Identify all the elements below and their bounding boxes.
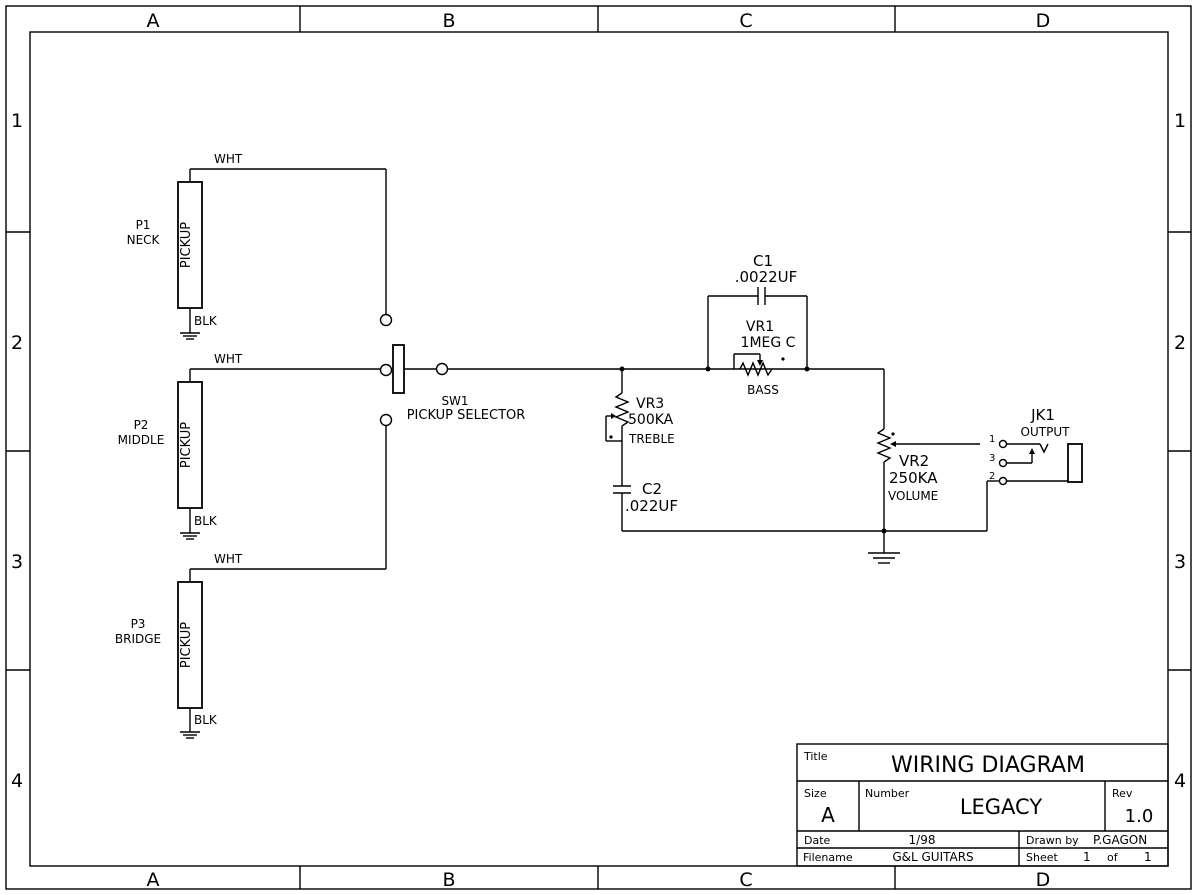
filename-label: Filename bbox=[803, 851, 853, 864]
vr2-name: VOLUME bbox=[888, 489, 938, 503]
wire-color-label: BLK bbox=[194, 314, 218, 328]
ground-icon bbox=[868, 552, 900, 564]
vr1-name: BASS bbox=[747, 383, 779, 397]
size-label: Size bbox=[804, 787, 827, 800]
row-label-4-right: 4 bbox=[1174, 770, 1186, 792]
number-label: Number bbox=[865, 787, 910, 800]
pickup-p2 bbox=[177, 368, 381, 540]
vr3-name: TREBLE bbox=[628, 432, 675, 446]
vr3-treble-pot bbox=[605, 369, 630, 486]
pickup-selector-switch bbox=[379, 344, 884, 394]
c1-value: .0022UF bbox=[735, 268, 798, 286]
row-label-3-right: 3 bbox=[1174, 551, 1186, 573]
col-label-c-bottom: C bbox=[739, 869, 752, 891]
number-value: LEGACY bbox=[960, 795, 1043, 819]
pickup-body-label: PICKUP bbox=[179, 622, 194, 668]
c2-value: .022UF bbox=[625, 497, 678, 515]
c1-capacitor bbox=[707, 287, 808, 369]
col-label-a-bottom: A bbox=[147, 869, 160, 891]
size-value: A bbox=[821, 803, 835, 827]
drawing-title: WIRING DIAGRAM bbox=[891, 753, 1085, 778]
vr1-ref: VR1 bbox=[746, 319, 774, 335]
pickup-ref: P3 bbox=[131, 617, 146, 631]
pickup-p3 bbox=[177, 413, 393, 739]
switch-name: PICKUP SELECTOR bbox=[407, 408, 526, 423]
switch-ref: SW1 bbox=[441, 394, 468, 408]
jack-pin-label: 2 bbox=[989, 471, 995, 482]
row-label-1: 1 bbox=[11, 110, 23, 132]
ground-icon bbox=[180, 332, 200, 340]
rev-value: 1.0 bbox=[1125, 806, 1154, 827]
col-label-b: B bbox=[442, 10, 455, 32]
col-label-a: A bbox=[147, 10, 160, 32]
col-label-d: D bbox=[1036, 10, 1051, 32]
col-label-d-bottom: D bbox=[1036, 869, 1051, 891]
c2-ref: C2 bbox=[642, 480, 662, 498]
of-value: 1 bbox=[1144, 850, 1152, 864]
jack-pin-label: 1 bbox=[989, 434, 995, 445]
jack-pin-label: 3 bbox=[989, 453, 995, 464]
row-label-2-right: 2 bbox=[1174, 332, 1186, 354]
ground-icon bbox=[180, 532, 200, 540]
pickup-body-label: PICKUP bbox=[179, 422, 194, 468]
pickup-ref: P1 bbox=[136, 218, 151, 232]
wire-color-label: WHT bbox=[214, 352, 243, 366]
rev-label: Rev bbox=[1112, 787, 1133, 800]
c1-ref: C1 bbox=[753, 252, 773, 270]
title-block bbox=[796, 743, 1169, 867]
row-label-3: 3 bbox=[11, 551, 23, 573]
col-label-c: C bbox=[739, 10, 752, 32]
sheet-label: Sheet bbox=[1026, 851, 1058, 864]
date-value: 1/98 bbox=[909, 833, 936, 847]
vr3-ref: VR3 bbox=[636, 396, 664, 412]
drawn-by-label: Drawn by bbox=[1026, 834, 1079, 847]
pickup-p1 bbox=[177, 168, 393, 340]
of-label: of bbox=[1107, 851, 1119, 864]
drawing-frame bbox=[5, 5, 1192, 890]
pickup-body-label: PICKUP bbox=[179, 222, 194, 268]
row-label-4: 4 bbox=[11, 770, 23, 792]
row-label-2: 2 bbox=[11, 332, 23, 354]
pickup-name: NECK bbox=[127, 233, 161, 247]
jack-name: OUTPUT bbox=[1021, 425, 1071, 439]
sheet-value: 1 bbox=[1083, 850, 1091, 864]
filename-value: G&L GUITARS bbox=[892, 850, 973, 864]
drawn-by-value: P.GAGON bbox=[1093, 833, 1147, 847]
c2-capacitor bbox=[613, 485, 987, 532]
vr1-value: 1MEG C bbox=[741, 335, 796, 351]
wire-color-label: WHT bbox=[214, 152, 243, 166]
vr2-ref: VR2 bbox=[899, 452, 929, 470]
output-jack bbox=[986, 439, 1083, 531]
row-label-1-right: 1 bbox=[1174, 110, 1186, 132]
pickup-ref: P2 bbox=[134, 418, 149, 432]
jack-ref: JK1 bbox=[1030, 406, 1055, 424]
col-label-b-bottom: B bbox=[442, 869, 455, 891]
wire-color-label: WHT bbox=[214, 552, 243, 566]
pickup-name: BRIDGE bbox=[115, 632, 161, 646]
vr1-bass-pot bbox=[733, 353, 785, 377]
vr3-value: 500KA bbox=[628, 412, 674, 428]
vr2-volume-pot bbox=[868, 369, 980, 564]
ground-icon bbox=[180, 731, 200, 739]
date-label: Date bbox=[804, 834, 831, 847]
wire-color-label: BLK bbox=[194, 514, 218, 528]
title-label: Title bbox=[803, 750, 828, 763]
vr2-value: 250KA bbox=[889, 469, 938, 487]
wire-color-label: BLK bbox=[194, 713, 218, 727]
pickup-name: MIDDLE bbox=[118, 433, 165, 447]
